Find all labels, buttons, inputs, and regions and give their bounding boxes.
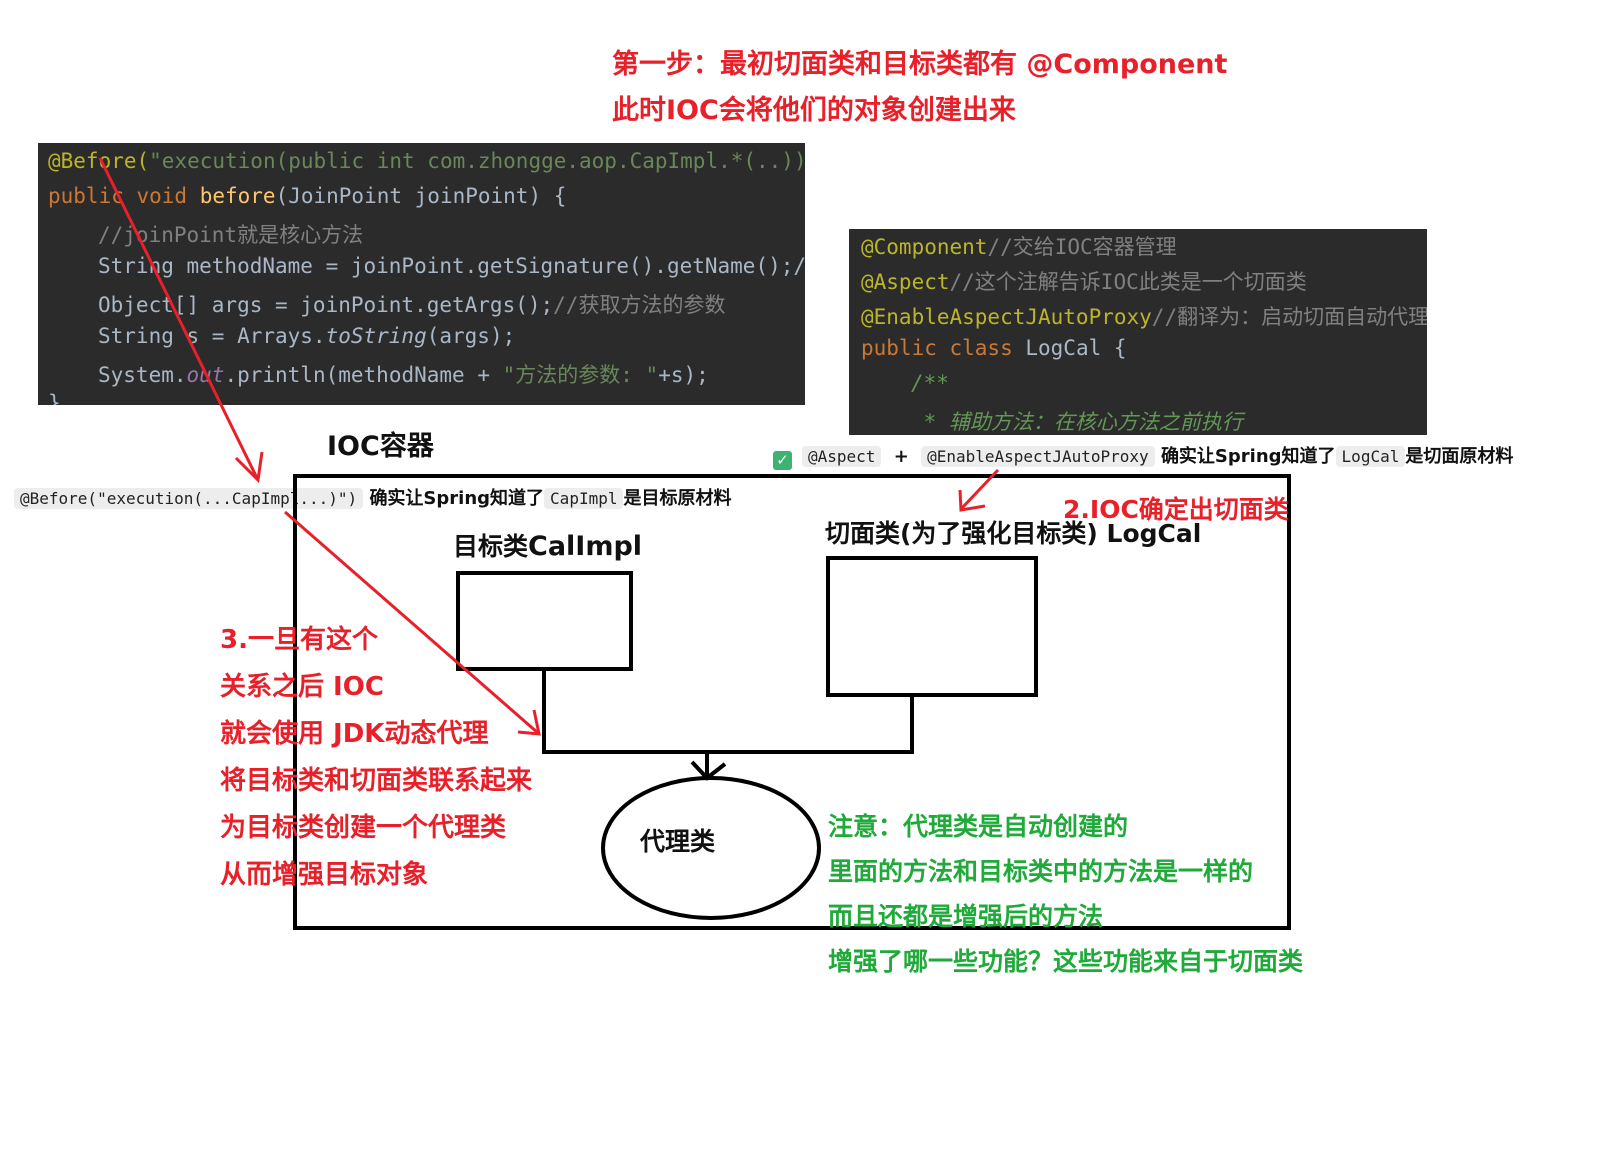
step3-line: 为目标类创建一个代理类: [220, 813, 507, 843]
step3-explanation: 3.一旦有这个 关系之后 IOC 就会使用 JDK动态代理 将目标类和切面类联系…: [220, 617, 532, 899]
step3-line: 将目标类和切面类联系起来: [220, 766, 533, 796]
code-params: (JoinPoint joinPoint) {: [275, 184, 567, 208]
step2-label: 2.IOC确定出切面类: [1063, 495, 1289, 524]
step3-line: 从而增强目标对象: [220, 860, 429, 890]
code-line-6: * 辅助方法：在核心方法之前执行: [911, 410, 1243, 434]
note-line: 增强了哪一些功能？这些功能来自于切面类: [828, 947, 1304, 976]
code-class-name: LogCal {: [1025, 336, 1127, 360]
step1-heading: 第一步：最初切面类和目标类都有 @Component 此时IOC会将他们的对象创…: [612, 42, 1227, 134]
code-comment: //这个注解告诉IOC此类是一个切面类: [949, 270, 1307, 294]
code-call: .println(methodName +: [224, 363, 503, 387]
step1-line1: 第一步：最初切面类和目标类都有 @Component: [612, 49, 1228, 80]
code-line-7: System.out.println(methodName + "方法的参数: …: [98, 359, 709, 389]
logcal-pill: LogCal: [1335, 446, 1406, 467]
note-line: 里面的方法和目标类中的方法是一样的: [828, 857, 1254, 886]
code-line-4: String methodName = joinPoint.getSignatu…: [98, 254, 805, 278]
code-statement: System.: [98, 363, 187, 387]
target-class-label-cn: 目标类: [453, 532, 529, 561]
code-annotation: @Before(: [48, 149, 150, 173]
aspect-confirm-line: ✓ @Aspect + @EnableAspectJAutoProxy 确实让Sp…: [773, 442, 1513, 470]
red-arrow-before: [98, 157, 259, 479]
code-end: +s);: [658, 363, 709, 387]
code-line-3: @EnableAspectJAutoProxy//翻译为：启动切面自动代理: [861, 301, 1427, 331]
code-method-name: before: [199, 184, 276, 208]
code-annotation: @Aspect: [861, 270, 950, 294]
logcal-code: @Component//交给IOC容器管理 @Aspect//这个注解告诉IOC…: [849, 229, 1427, 435]
target-class-label-name: CalImpl: [528, 531, 643, 562]
aspect-confirm-tail: 是切面原材料: [1405, 446, 1514, 467]
proxy-note: 注意：代理类是自动创建的 里面的方法和目标类中的方法是一样的 而且还都是增强后的…: [828, 804, 1303, 984]
code-line-8: }: [48, 391, 61, 405]
code-string: "方法的参数: ": [502, 363, 659, 387]
code-string: "execution(public int com.zhongge.aop.Ca…: [149, 149, 805, 173]
before-advice-code: @Before("execution(public int com.zhongg…: [38, 143, 805, 405]
code-comment: //翻译为：启动切面自动代理: [1151, 305, 1427, 329]
aspect-class-label: 切面类(为了强化目标类) LogCal: [825, 519, 1202, 548]
step3-line: 3.一旦有这个: [220, 625, 378, 655]
code-line-1: @Component//交给IOC容器管理: [861, 231, 1177, 261]
step3-line: 关系之后 IOC: [220, 672, 384, 702]
target-confirm-line: @Before("execution(...CapImpl...)") 确实让S…: [14, 484, 731, 510]
target-class-label: 目标类CalImpl: [453, 527, 642, 563]
aspect-confirm-text: 确实让Spring知道了: [1160, 446, 1336, 467]
code-keyword: public class: [861, 336, 1026, 360]
red-arrowhead-aspect: [958, 489, 986, 512]
plus-sign: +: [893, 446, 909, 467]
note-line: 而且还都是增强后的方法: [828, 902, 1104, 931]
code-line-2: public void before(JoinPoint joinPoint) …: [48, 184, 566, 208]
ioc-title: IOC容器: [327, 431, 434, 462]
red-arrowhead-before: [234, 451, 264, 484]
code-line-2: @Aspect//这个注解告诉IOC此类是一个切面类: [861, 266, 1307, 296]
code-comment: //获取方法的参数: [553, 293, 726, 317]
capimpl-pill: CapImpl: [544, 488, 624, 509]
code-line-6: String s = Arrays.toString(args);: [98, 324, 515, 348]
code-line-5: /**: [911, 371, 949, 395]
connector-line: [542, 669, 914, 754]
check-mark-icon: ✓: [773, 451, 792, 470]
code-line-5: Object[] args = joinPoint.getArgs();//获取…: [98, 289, 725, 319]
proxy-class-label: 代理类: [640, 827, 716, 856]
step1-line2: 此时IOC会将他们的对象创建出来: [612, 95, 1016, 126]
note-line: 注意：代理类是自动创建的: [828, 812, 1129, 841]
code-args: (args);: [426, 324, 516, 348]
red-arrowhead-proxy: [517, 709, 541, 736]
code-line-1: @Before("execution(public int com.zhongg…: [48, 149, 805, 173]
code-annotation: @Component: [861, 235, 988, 259]
code-static-call: toString: [325, 324, 427, 348]
target-confirm-tail: 是目标原材料: [623, 488, 732, 509]
code-statement: String s = Arrays.: [98, 324, 326, 348]
proxy-class-ellipse: [601, 776, 821, 920]
red-arrow-aspect: [960, 468, 1000, 510]
enable-proxy-pill: @EnableAspectJAutoProxy: [921, 446, 1155, 467]
code-comment: //交给IOC容器管理: [987, 235, 1177, 259]
code-statement: Object[] args = joinPoint.getArgs();: [98, 293, 554, 317]
aspect-class-box: [826, 556, 1038, 697]
step3-line: 就会使用 JDK动态代理: [220, 719, 489, 749]
before-pill: @Before("execution(...CapImpl...)"): [14, 488, 364, 509]
code-annotation: @EnableAspectJAutoProxy: [861, 305, 1152, 329]
red-arrow-proxy: [284, 510, 539, 735]
target-confirm-text: 确实让Spring知道了: [369, 488, 545, 509]
aspect-pill: @Aspect: [802, 446, 882, 467]
code-keyword: public void: [48, 184, 200, 208]
ioc-container-box: [293, 474, 1291, 930]
code-line-4: public class LogCal {: [861, 336, 1127, 360]
